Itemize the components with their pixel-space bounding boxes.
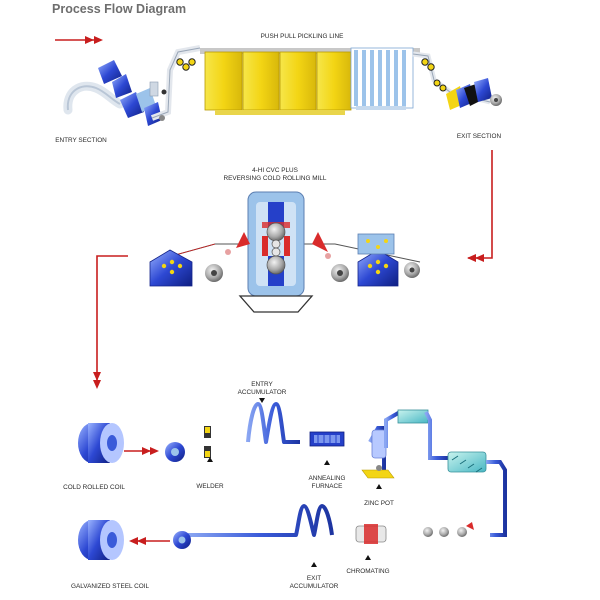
galvanized-steel-coil-label: GALVANIZED STEEL COIL	[71, 583, 149, 590]
galvanizing-strip-upper	[165, 402, 507, 537]
mill-label-line1: 4-HI CVC PLUS	[252, 167, 298, 174]
exit-accumulator-label-line2: ACCUMULATOR	[290, 583, 339, 590]
entry-accumulator-label-line1: ENTRY	[251, 381, 273, 388]
exit-section-label: EXIT SECTION	[457, 133, 502, 140]
chromating-label: CHROMATING	[346, 568, 389, 575]
mill-label-line2: REVERSING COLD ROLLING MILL	[224, 175, 327, 182]
flow-arrow-to-galvanizing	[93, 255, 128, 389]
galvanizing-strip-lower	[173, 504, 490, 549]
exit-accumulator-label-line1: EXIT	[307, 575, 321, 582]
exit-section-equipment	[412, 51, 502, 110]
page-title: Process Flow Diagram	[52, 2, 186, 16]
zinc-pot-pointer-icon	[376, 484, 382, 489]
cold-rolled-coil	[78, 423, 124, 463]
red-double-arrow-icon	[55, 36, 103, 44]
entry-section-equipment	[63, 45, 201, 126]
rolling-mill-stand	[149, 191, 421, 313]
annealing-pointer-icon	[324, 460, 330, 465]
entry-accumulator-label-line2: ACCUMULATOR	[238, 389, 287, 396]
cold-rolled-coil-label: COLD ROLLED COIL	[63, 484, 125, 491]
exit-accumulator-pointer-icon	[311, 562, 317, 567]
flow-arrow-to-mill	[467, 150, 493, 262]
welder-pointer-icon	[207, 457, 213, 462]
welder-label: WELDER	[196, 483, 224, 490]
push-pull-pickling-line-label: PUSH PULL PICKLING LINE	[261, 33, 344, 40]
chromating-pointer-icon	[365, 555, 371, 560]
galvanized-steel-coil	[78, 520, 124, 560]
red-arrow-to-line	[124, 447, 159, 455]
entry-accumulator-pointer-icon	[259, 398, 265, 403]
pickling-tanks	[200, 47, 420, 115]
annealing-furnace-label-line1: ANNEALING	[309, 475, 346, 482]
entry-section-label: ENTRY SECTION	[55, 137, 107, 144]
annealing-furnace-label-line2: FURNACE	[312, 483, 343, 490]
zinc-pot-label: ZINC POT	[364, 500, 394, 507]
red-arrow-to-galvanized-coil	[129, 537, 170, 545]
mill-coilers	[149, 233, 420, 287]
